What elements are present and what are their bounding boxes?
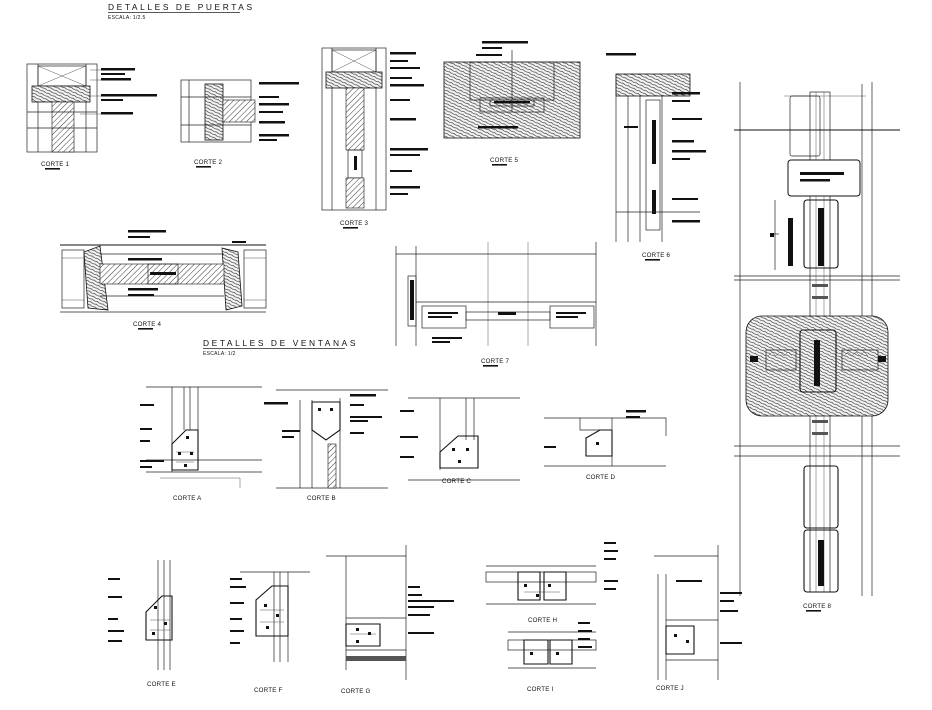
detail-corte-c: CORTE C [400, 397, 520, 485]
doors-scale: ESCALA: 1/2.5 [108, 15, 146, 21]
windows-section-title: DETALLES DE VENTANAS ESCALA: 1/2 [203, 338, 358, 357]
label-corte-3: CORTE 3 [340, 220, 368, 227]
detail-corte-d: CORTE D [544, 410, 667, 481]
label-corte-8: CORTE 8 [803, 603, 831, 610]
label-corte-b: CORTE B [307, 495, 336, 502]
windows-title: DETALLES DE VENTANAS [203, 338, 358, 348]
label-corte-f: CORTE F [254, 687, 282, 694]
label-corte-2: CORTE 2 [194, 159, 222, 166]
label-corte-5: CORTE 5 [490, 157, 518, 164]
detail-corte-1: CORTE 1 [26, 63, 157, 170]
doors-section-title: DETALLES DE PUERTAS ESCALA: 1/2.5 [108, 2, 255, 21]
detail-corte-2: CORTE 2 [180, 79, 299, 168]
label-corte-1: CORTE 1 [41, 161, 69, 168]
detail-corte-j: CORTE J [654, 545, 742, 692]
label-corte-g: CORTE G [341, 688, 370, 695]
label-corte-6: CORTE 6 [642, 252, 670, 259]
label-corte-a: CORTE A [173, 495, 202, 502]
detail-corte-e: CORTE E [108, 560, 176, 688]
detail-corte-4: CORTE 4 [60, 230, 267, 330]
label-corte-d: CORTE D [586, 474, 615, 481]
detail-corte-a: CORTE A [140, 386, 262, 502]
label-corte-e: CORTE E [147, 681, 176, 688]
label-corte-i: CORTE I [527, 686, 553, 693]
windows-scale: ESCALA: 1/2 [203, 351, 236, 357]
doors-title: DETALLES DE PUERTAS [108, 2, 255, 12]
detail-corte-b: CORTE B [264, 389, 388, 502]
detail-corte-5: CORTE 5 [443, 41, 581, 166]
detail-corte-i: CORTE I [507, 622, 597, 693]
detail-corte-8: CORTE 8 [734, 82, 900, 612]
detail-corte-f: CORTE F [230, 571, 310, 694]
detail-corte-h: CORTE H [485, 542, 618, 624]
label-corte-j: CORTE J [656, 685, 684, 692]
detail-corte-7: CORTE 7 [395, 242, 597, 367]
label-corte-h: CORTE H [528, 617, 557, 624]
label-corte-4: CORTE 4 [133, 321, 161, 328]
detail-corte-6: CORTE 6 [606, 53, 706, 261]
label-corte-c: CORTE C [442, 478, 471, 485]
detail-corte-3: CORTE 3 [321, 47, 428, 229]
detail-corte-g: CORTE G [326, 545, 454, 695]
label-corte-7: CORTE 7 [481, 358, 509, 365]
